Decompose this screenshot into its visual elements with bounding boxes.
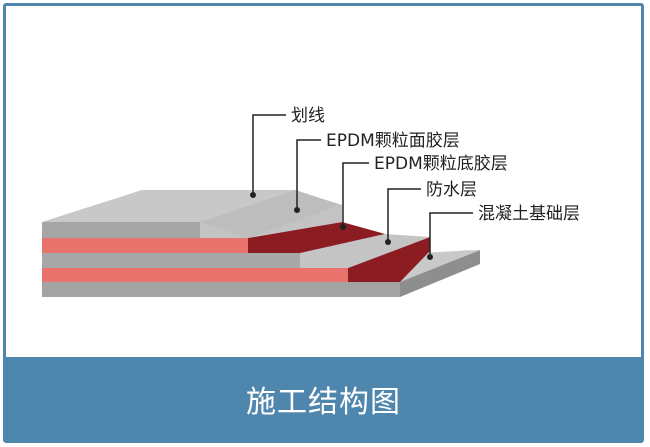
diagram-caption: 施工结构图 (246, 384, 401, 420)
leader-marking (252, 114, 286, 194)
dot-top-granule (294, 207, 300, 213)
label-waterproof-layer: 防水层 (426, 180, 477, 200)
label-top-granule-layer: EPDM颗粒面胶层 (326, 131, 460, 151)
leader-waterproof (387, 188, 421, 241)
waterproof-strip (348, 237, 430, 282)
dot-marking (250, 192, 256, 198)
dot-base-granule (340, 224, 346, 230)
middle-gray-side (300, 234, 430, 268)
frame-border (3, 3, 644, 443)
label-base-granule-layer: EPDM颗粒底胶层 (374, 154, 508, 174)
leader-concrete (429, 212, 473, 256)
dot-concrete (427, 254, 433, 260)
middle-gray-front (42, 253, 300, 268)
bottom-layer-side (400, 250, 480, 297)
top-layer-front (42, 222, 200, 238)
granule-strip (248, 222, 385, 253)
label-marking: 划线 (291, 106, 325, 126)
leader-base-granule (342, 162, 369, 226)
top-layer-top (42, 190, 295, 222)
bottom-layer-front (42, 282, 400, 297)
caption-bar: 施工结构图 (6, 357, 641, 440)
upper-red-front (42, 238, 248, 253)
label-concrete-base-layer: 混凝土基础层 (478, 204, 580, 224)
layer-structure-diagram: 划线 EPDM颗粒面胶层 EPDM颗粒底胶层 防水层 混凝土基础层 (42, 106, 580, 297)
lower-red-front (42, 268, 348, 282)
leader-top-granule (296, 139, 321, 209)
dot-waterproof (385, 239, 391, 245)
top-layer-slope (200, 190, 340, 238)
